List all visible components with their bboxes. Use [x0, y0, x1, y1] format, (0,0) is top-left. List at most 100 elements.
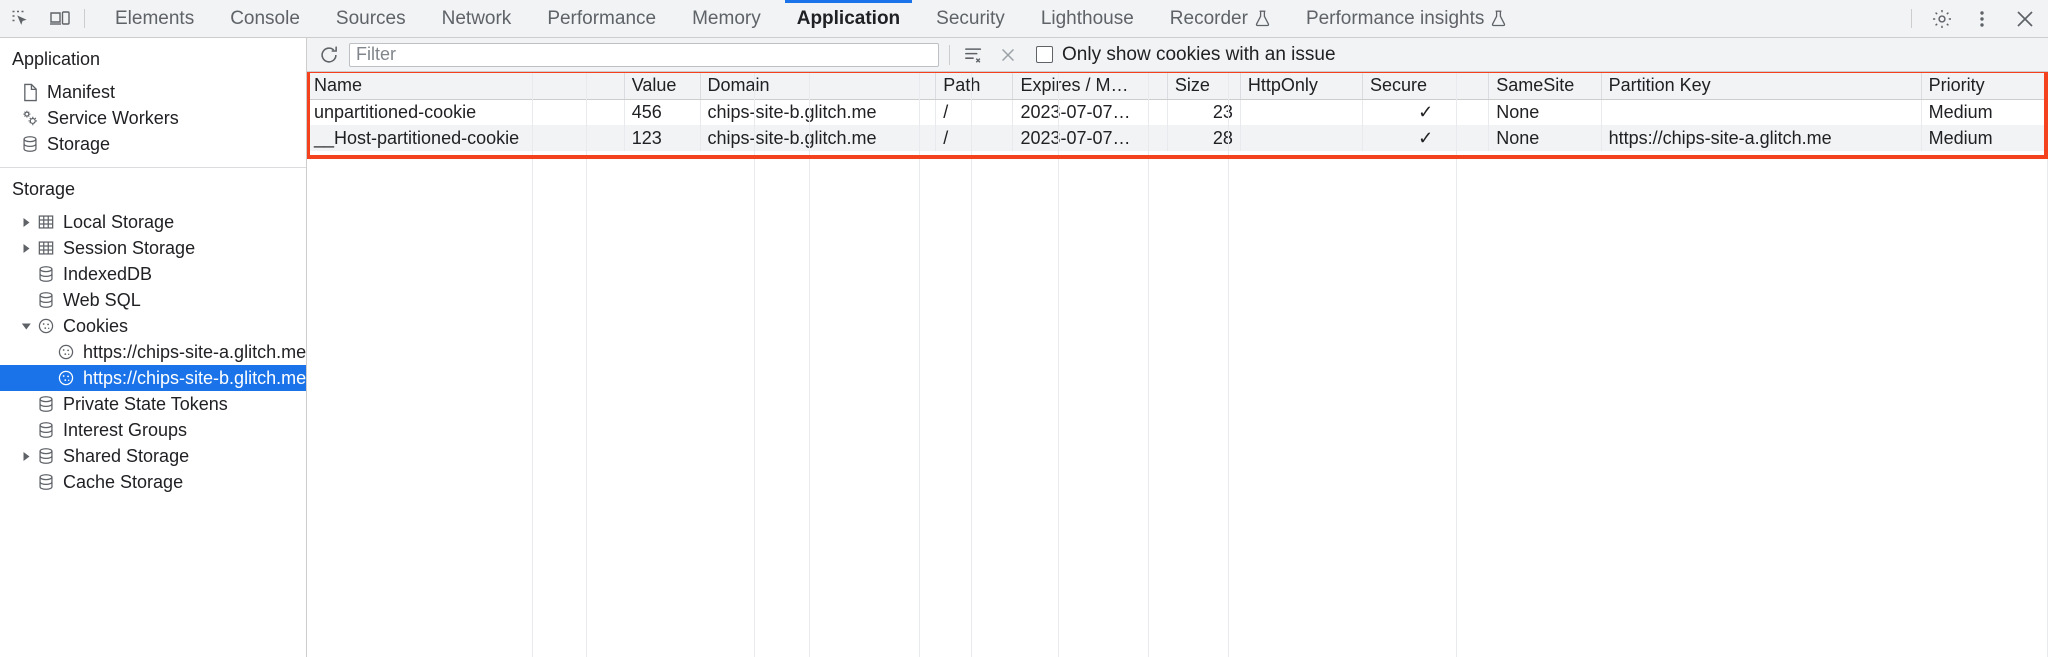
filter-input[interactable]: Filter [349, 42, 939, 67]
sidebar-item-private-state-tokens[interactable]: Private State Tokens [0, 391, 306, 417]
chevron-down-icon[interactable] [18, 322, 34, 331]
sidebar-item-local-storage[interactable]: Local Storage [0, 209, 306, 235]
checkbox-label: Only show cookies with an issue [1062, 43, 1336, 65]
filter-input-text: Filter [356, 44, 396, 64]
cookies-filter-toolbar: Filter Only show cookies with an issue [307, 38, 2048, 72]
gear-icon[interactable] [1922, 0, 1962, 37]
device-toolbar-icon[interactable] [40, 0, 80, 37]
tab-performance-insights[interactable]: Performance insights [1288, 0, 1524, 37]
sidebar-item-label: Private State Tokens [63, 393, 228, 414]
column-header-secure[interactable]: Secure [1362, 72, 1490, 100]
cookie-icon [34, 317, 58, 335]
cell-sameSite: None [1488, 99, 1602, 125]
tab-performance[interactable]: Performance [529, 0, 674, 37]
inspect-element-icon[interactable] [0, 0, 40, 37]
column-rule-size [920, 72, 972, 657]
column-header-domain[interactable]: Domain [700, 72, 937, 100]
sidebar-item-shared-storage[interactable]: Shared Storage [0, 443, 306, 469]
sidebar-item-web-sql[interactable]: Web SQL [0, 287, 306, 313]
sidebar-item-cache-storage[interactable]: Cache Storage [0, 469, 306, 495]
cell-path: / [935, 99, 1014, 125]
column-rule-priority [1457, 72, 2048, 657]
column-rule-value [533, 72, 587, 657]
tab-label: Elements [115, 7, 195, 29]
tab-console[interactable]: Console [212, 0, 318, 37]
experiment-flask-icon [1491, 10, 1506, 27]
cell-value: 123 [624, 125, 701, 151]
tab-label: Lighthouse [1040, 7, 1134, 29]
sidebar-item-label: Manifest [47, 81, 116, 102]
sidebar-item-label: Cookies [63, 315, 129, 336]
sidebar-item-service-workers[interactable]: Service Workers [0, 105, 306, 131]
sidebar-item-indexeddb[interactable]: IndexedDB [0, 261, 306, 287]
cell-size: 28 [1167, 125, 1241, 151]
sidebar-item-session-storage[interactable]: Session Storage [0, 235, 306, 261]
cookie-icon [54, 369, 78, 387]
column-rule-sameSite [1149, 72, 1229, 657]
sidebar-item-label: Storage [47, 133, 111, 154]
sidebar-item-label: Web SQL [63, 289, 141, 310]
grid-column-rules [307, 72, 2048, 657]
tab-label: Memory [692, 7, 761, 29]
cell-domain: chips-site-b.glitch.me [700, 125, 937, 151]
cell-value: 456 [624, 99, 701, 125]
cell-secure: ✓ [1362, 99, 1490, 125]
sidebar-item-storage[interactable]: Storage [0, 131, 306, 157]
tab-label: Network [441, 7, 512, 29]
tab-memory[interactable]: Memory [674, 0, 779, 37]
sidebar-item-interest-groups[interactable]: Interest Groups [0, 417, 306, 443]
cell-sameSite: None [1488, 125, 1602, 151]
cell-priority: Medium [1921, 125, 2048, 151]
sidebar-item-https-chips-site-b-glitch-me[interactable]: https://chips-site-b.glitch.me [0, 365, 306, 391]
column-header-httpOnly[interactable]: HttpOnly [1240, 72, 1363, 100]
tab-lighthouse[interactable]: Lighthouse [1023, 0, 1152, 37]
chevron-right-icon[interactable] [18, 451, 34, 462]
cell-domain: chips-site-b.glitch.me [700, 99, 937, 125]
tab-application[interactable]: Application [779, 0, 918, 37]
column-header-size[interactable]: Size [1167, 72, 1241, 100]
column-rule-secure [1059, 72, 1149, 657]
column-rule-httpOnly [972, 72, 1059, 657]
sidebar-item-https-chips-site-a-glitch-me[interactable]: https://chips-site-a.glitch.me [0, 339, 306, 365]
chevron-right-icon[interactable] [18, 217, 34, 228]
database-icon [18, 135, 42, 153]
kebab-menu-icon[interactable] [1962, 0, 2002, 37]
table-icon [34, 213, 58, 231]
tab-network[interactable]: Network [424, 0, 530, 37]
tab-sources[interactable]: Sources [318, 0, 424, 37]
column-header-sameSite[interactable]: SameSite [1488, 72, 1602, 100]
column-rule-expires [810, 72, 920, 657]
refresh-icon[interactable] [315, 42, 343, 68]
tab-label: Sources [335, 7, 406, 29]
sidebar-item-cookies[interactable]: Cookies [0, 313, 306, 339]
clear-all-icon[interactable] [994, 42, 1022, 68]
column-header-priority[interactable]: Priority [1921, 72, 2048, 100]
column-header-path[interactable]: Path [935, 72, 1014, 100]
tab-recorder[interactable]: Recorder [1152, 0, 1288, 37]
only-show-issues-checkbox[interactable]: Only show cookies with an issue [1036, 44, 1336, 66]
column-header-partitionKey[interactable]: Partition Key [1601, 72, 1922, 100]
column-header-expires[interactable]: Expires / M… [1012, 72, 1168, 100]
sidebar-item-manifest[interactable]: Manifest [0, 79, 306, 105]
close-icon[interactable] [2002, 0, 2048, 37]
chevron-right-icon[interactable] [18, 243, 34, 254]
cell-expires: 2023-07-07… [1012, 99, 1168, 125]
sidebar-section-title-storage: Storage [12, 179, 76, 199]
checkbox-box[interactable] [1036, 46, 1053, 63]
clear-filters-icon[interactable] [960, 42, 988, 68]
column-header-name[interactable]: Name [307, 72, 625, 100]
column-header-value[interactable]: Value [624, 72, 701, 100]
gears-icon [18, 109, 42, 128]
tab-security[interactable]: Security [918, 0, 1023, 37]
database-icon [34, 421, 58, 439]
tab-elements[interactable]: Elements [97, 0, 212, 37]
cell-name: __Host-partitioned-cookie [307, 125, 625, 151]
